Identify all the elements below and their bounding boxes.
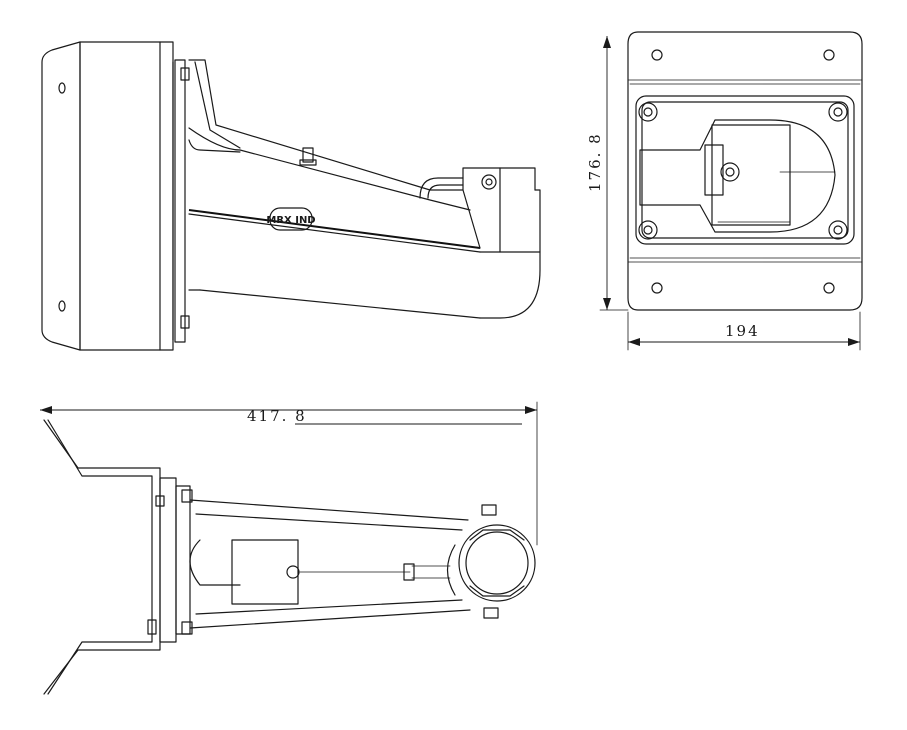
dimension-length-label: 417. 8 <box>247 407 307 425</box>
dimension-width-label: 194 <box>725 322 760 340</box>
dimension-length: 417. 8 <box>40 401 538 546</box>
side-view: MRX IND <box>41 41 541 351</box>
dimension-height-label: 176. 8 <box>586 132 604 192</box>
svg-text:MRX IND: MRX IND <box>266 215 315 226</box>
dimension-width: 194 <box>627 311 861 351</box>
dimension-height: 176. 8 <box>586 36 629 311</box>
top-view <box>43 419 536 695</box>
front-view <box>627 31 863 311</box>
